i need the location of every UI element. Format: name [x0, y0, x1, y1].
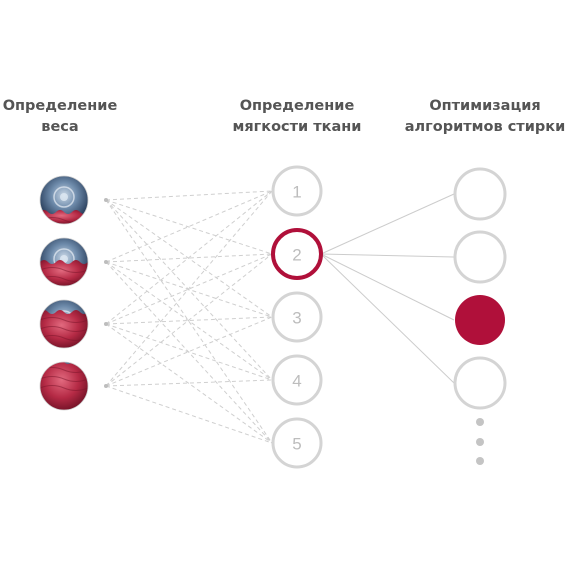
edge-weight-4-to-softness-5	[105, 385, 273, 444]
softness-node-5: 5	[271, 417, 323, 469]
column-title-softness: Определение мягкости ткани	[232, 98, 362, 135]
softness-node-2: 2	[271, 228, 323, 280]
softness-node-label: 3	[292, 309, 301, 328]
edge-weight-2-to-softness-4	[105, 261, 273, 381]
edge-softness-2-to-optimization-2	[320, 253, 455, 258]
optimization-nodes	[453, 167, 507, 410]
edge-weight-3-to-softness-5	[105, 323, 273, 444]
drum-icon	[39, 299, 89, 349]
edge-weight-1-to-softness-1	[105, 190, 273, 201]
connector-dot	[104, 322, 108, 326]
more-dot-2	[476, 438, 484, 446]
drum-icon	[39, 175, 89, 225]
softness-node-4: 4	[271, 354, 323, 406]
edge-weight-2-to-softness-3	[105, 261, 273, 318]
edge-weight-1-to-softness-5	[105, 199, 273, 444]
edge-weight-3-to-softness-4	[105, 323, 273, 381]
drum-icon	[39, 361, 89, 411]
drum-icon	[39, 237, 89, 287]
softness-node-label: 1	[292, 183, 301, 202]
optimization-node-4	[453, 356, 507, 410]
more-dots	[476, 418, 484, 465]
connector-dot	[104, 198, 108, 202]
edge-weight-4-to-softness-3	[105, 316, 273, 387]
more-dot-1	[476, 418, 484, 426]
softness-node-label: 5	[292, 435, 301, 454]
softness-nodes: 1 2 3 4 5	[271, 165, 323, 469]
column-title-weight: Определение веса	[2, 98, 118, 135]
edge-softness-2-to-optimization-4	[320, 253, 455, 384]
column-title-optimization: Оптимизация алгоритмов стирки	[404, 98, 566, 135]
edge-softness-2-to-optimization-1	[320, 193, 455, 255]
edge-weight-1-to-softness-3	[105, 199, 273, 318]
edge-weight-3-to-softness-2	[105, 253, 273, 325]
softness-node-1: 1	[271, 165, 323, 217]
more-dot-3	[476, 457, 484, 465]
optimization-node-3	[455, 295, 505, 345]
edges-weight-to-softness	[105, 190, 273, 444]
weight-inputs	[39, 175, 108, 411]
edges-softness-to-optimization	[320, 193, 455, 384]
connector-dot	[104, 260, 108, 264]
edge-weight-4-to-softness-1	[105, 190, 273, 387]
optimization-node-1	[453, 167, 507, 221]
edge-weight-4-to-softness-2	[105, 253, 273, 387]
edge-weight-1-to-softness-2	[105, 199, 273, 255]
softness-node-label: 2	[292, 246, 301, 265]
softness-node-3: 3	[271, 291, 323, 343]
softness-node-label: 4	[292, 372, 301, 391]
edge-softness-2-to-optimization-3	[320, 253, 455, 321]
edge-weight-3-to-softness-1	[105, 190, 273, 325]
connector-dot	[104, 384, 108, 388]
edge-weight-2-to-softness-1	[105, 190, 273, 263]
optimization-node-2	[453, 230, 507, 284]
